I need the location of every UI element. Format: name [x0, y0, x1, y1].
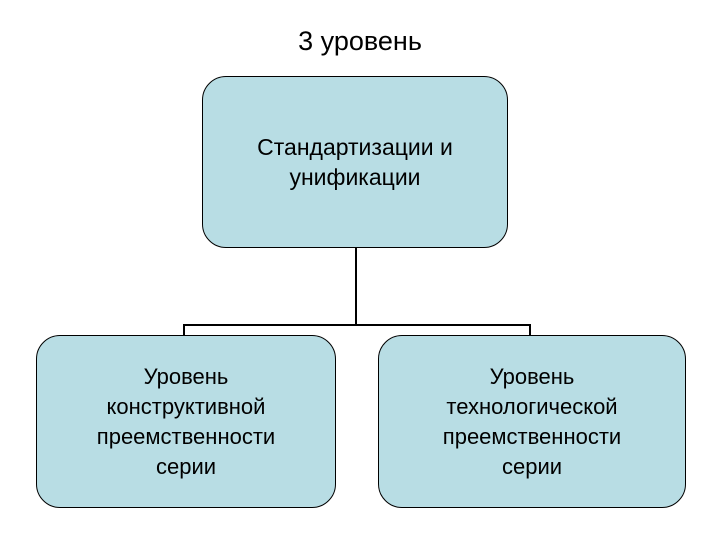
connector-drop-left — [183, 323, 186, 337]
diagram-node-left[interactable]: Уровень конструктивной преемственности с… — [36, 335, 336, 508]
diagram-node-right-label: Уровень технологической преемственности … — [442, 363, 622, 479]
diagram-node-root[interactable]: Стандартизации и унификации — [202, 76, 508, 248]
page-title: 3 уровень — [298, 26, 422, 56]
diagram-node-root-label: Стандартизации и унификации — [257, 134, 453, 190]
connector-trunk-vertical — [355, 247, 358, 326]
connector-horizontal-bar — [183, 323, 531, 326]
diagram-node-left-label: Уровень конструктивной преемственности с… — [96, 363, 276, 479]
diagram-node-right[interactable]: Уровень технологической преемственности … — [378, 335, 686, 508]
connector-drop-right — [528, 323, 531, 337]
